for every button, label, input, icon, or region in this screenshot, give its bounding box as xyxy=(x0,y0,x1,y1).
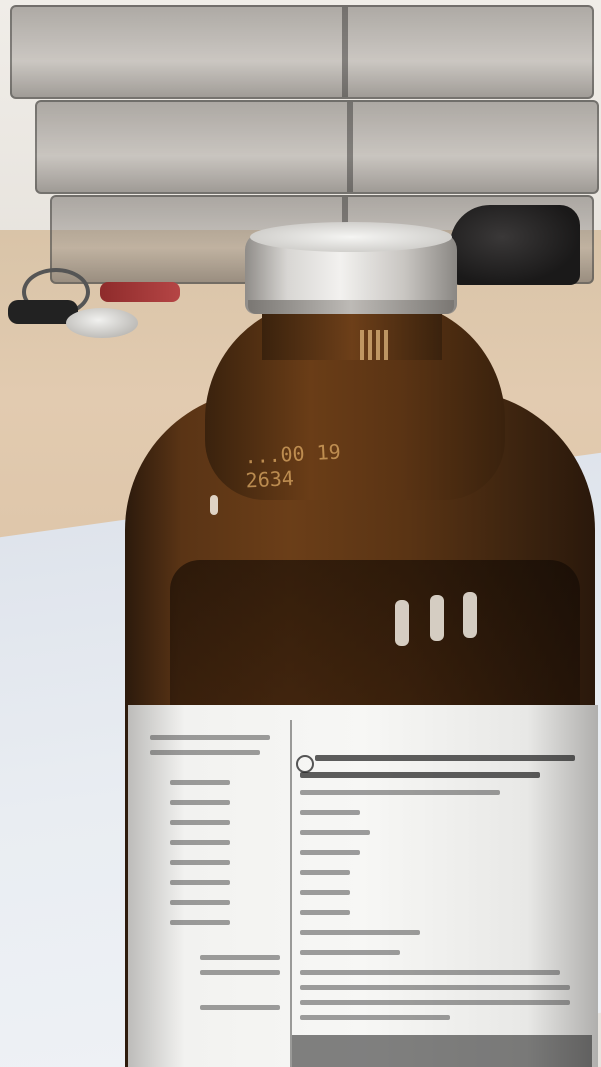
label-text-line xyxy=(300,890,350,895)
tray-divider xyxy=(342,7,348,97)
label-text-line xyxy=(150,750,260,755)
label-circle-symbol xyxy=(296,755,314,773)
tray-middle xyxy=(35,100,599,194)
label-text-line xyxy=(170,800,230,805)
black-stapler xyxy=(450,205,580,285)
label-text-line xyxy=(170,860,230,865)
tray-top xyxy=(10,5,594,99)
label-text-line xyxy=(300,930,420,935)
cap-top-surface xyxy=(250,222,452,252)
metal-coin xyxy=(66,308,138,338)
cap-crimp-ridge xyxy=(248,300,454,314)
label-text-line xyxy=(300,790,500,795)
label-text-line xyxy=(300,1015,450,1020)
label-column-divider xyxy=(290,720,292,1067)
label-text-line xyxy=(300,910,350,915)
label-bold-line xyxy=(315,755,575,761)
label-text-line xyxy=(300,870,350,875)
glass-reflection xyxy=(210,495,218,515)
label-text-line xyxy=(300,1000,570,1005)
glass-batch-print: ...00 19 2634 xyxy=(243,439,342,493)
label-text-line xyxy=(300,970,560,975)
label-text-line xyxy=(300,810,360,815)
label-text-line xyxy=(300,985,570,990)
label-text-line xyxy=(170,840,230,845)
label-text-line xyxy=(170,820,230,825)
neck-embossed-marks xyxy=(360,330,390,360)
tray-divider xyxy=(347,102,353,192)
glass-reflection xyxy=(430,595,444,641)
red-key xyxy=(100,282,180,302)
label-text-line xyxy=(200,1005,280,1010)
label-text-line xyxy=(170,900,230,905)
label-dark-strip xyxy=(292,1035,592,1067)
glass-reflection xyxy=(463,592,477,638)
label-text-line xyxy=(200,970,280,975)
label-text-line xyxy=(170,920,230,925)
label-text-line xyxy=(300,850,360,855)
label-text-line xyxy=(200,955,280,960)
label-text-line xyxy=(300,830,370,835)
label-text-line xyxy=(170,880,230,885)
label-text-line xyxy=(150,735,270,740)
label-text-line xyxy=(170,780,230,785)
glass-reflection xyxy=(395,600,409,646)
label-text-line xyxy=(300,950,400,955)
label-bold-line xyxy=(300,772,540,778)
